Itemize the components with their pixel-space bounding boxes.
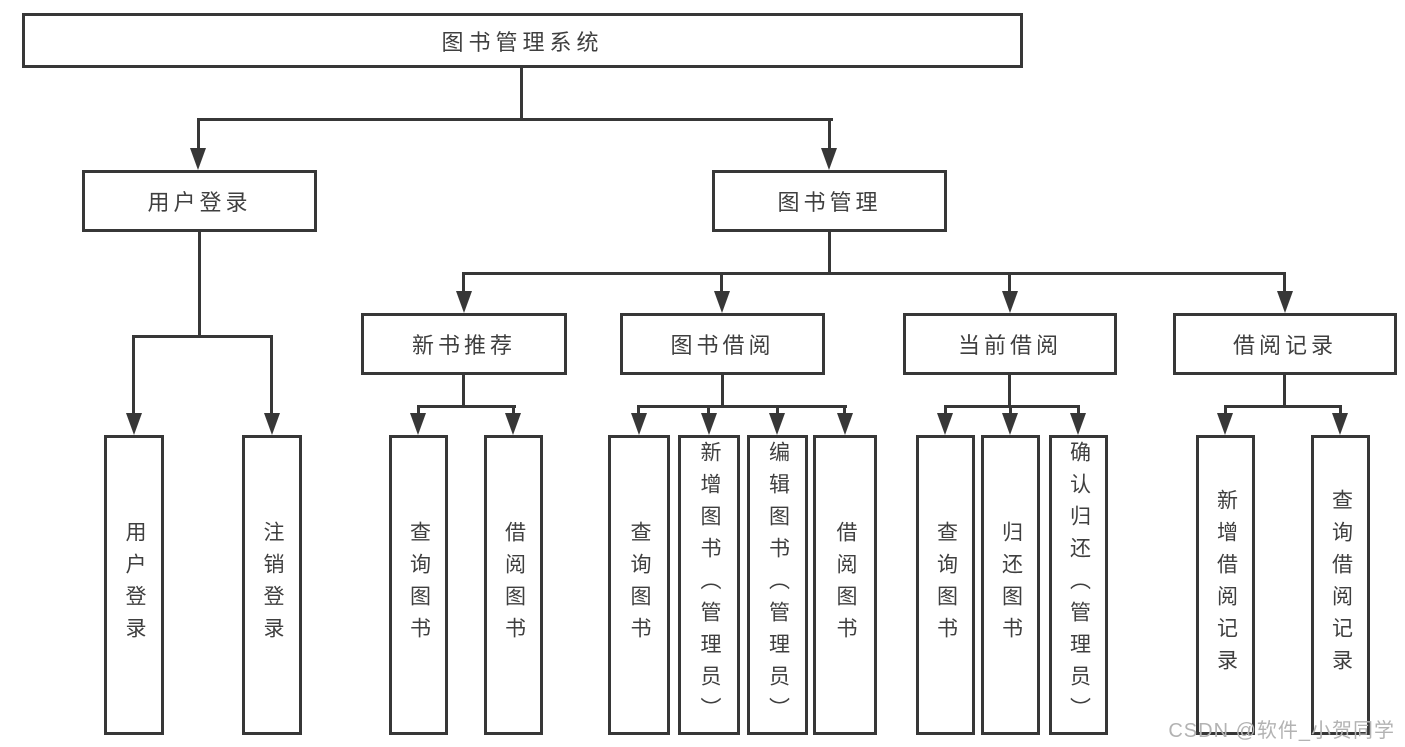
- node-label: 图书管理系统: [441, 29, 604, 55]
- connector-line: [270, 335, 273, 415]
- leaf-label: 用户登录: [123, 521, 146, 649]
- leaf-label: 查询图书: [934, 521, 958, 649]
- leaf-query-books-current: 查询图书: [916, 435, 975, 735]
- arrow-down-icon: [937, 413, 953, 435]
- connector-line: [721, 373, 724, 407]
- arrow-down-icon: [1070, 413, 1086, 435]
- node-label: 借阅记录: [1232, 333, 1337, 358]
- connector-line: [1077, 405, 1080, 415]
- connector-line: [828, 230, 831, 274]
- watermark: CSDN @软件_小贺同学: [1168, 720, 1395, 742]
- node-library-management-system: 图书管理系统: [22, 13, 1023, 68]
- connector-line: [637, 405, 847, 408]
- arrow-down-icon: [631, 413, 647, 435]
- connector-line: [707, 405, 710, 415]
- node-borrowing-records: 借阅记录: [1173, 313, 1397, 375]
- node-new-book-recommendation: 新书推荐: [361, 313, 567, 375]
- arrow-down-icon: [1002, 413, 1018, 435]
- arrow-down-icon: [1217, 413, 1233, 435]
- leaf-label: 新增图书（管理员）: [698, 441, 721, 729]
- connector-line: [197, 118, 833, 121]
- leaf-logout: 注销登录: [242, 435, 302, 735]
- arrow-down-icon: [264, 413, 280, 435]
- arrow-down-icon: [821, 148, 837, 170]
- arrow-down-icon: [701, 413, 717, 435]
- arrow-down-icon: [126, 413, 142, 435]
- leaf-add-borrow-record: 新增借阅记录: [1196, 435, 1255, 735]
- leaf-label: 查询图书: [407, 521, 431, 649]
- connector-line: [520, 66, 523, 120]
- node-label: 图书管理: [777, 190, 882, 215]
- node-user-login: 用户登录: [82, 170, 317, 232]
- leaf-label: 确认归还（管理员）: [1067, 441, 1091, 729]
- arrow-down-icon: [1332, 413, 1348, 435]
- connector-line: [512, 405, 515, 415]
- leaf-query-borrow-record: 查询借阅记录: [1311, 435, 1370, 735]
- arrow-down-icon: [1277, 291, 1293, 313]
- node-label: 新书推荐: [411, 333, 516, 358]
- leaf-edit-books-admin: 编辑图书（管理员）: [747, 435, 808, 735]
- leaf-query-books-recommend: 查询图书: [389, 435, 448, 735]
- leaf-label: 借阅图书: [502, 521, 526, 649]
- connector-line: [197, 118, 200, 150]
- connector-line: [1339, 405, 1342, 415]
- node-label: 图书借阅: [670, 333, 775, 358]
- node-label: 当前借阅: [957, 333, 1062, 358]
- connector-line: [1008, 272, 1011, 293]
- leaf-user-login: 用户登录: [104, 435, 164, 735]
- connector-line: [132, 335, 273, 338]
- leaf-label: 查询借阅记录: [1329, 489, 1353, 681]
- connector-line: [944, 405, 947, 415]
- connector-line: [1008, 373, 1011, 407]
- arrow-down-icon: [456, 291, 472, 313]
- leaf-borrow-books-recommend: 借阅图书: [484, 435, 543, 735]
- connector-line: [1224, 405, 1342, 408]
- connector-line: [1283, 373, 1286, 407]
- arrow-down-icon: [837, 413, 853, 435]
- connector-line: [417, 405, 516, 408]
- arrow-down-icon: [505, 413, 521, 435]
- arrow-down-icon: [769, 413, 785, 435]
- leaf-label: 借阅图书: [834, 521, 857, 649]
- leaf-label: 编辑图书（管理员）: [766, 441, 790, 729]
- arrow-down-icon: [714, 291, 730, 313]
- arrow-down-icon: [1002, 291, 1018, 313]
- connector-line: [944, 405, 1080, 408]
- leaf-add-books-admin: 新增图书（管理员）: [678, 435, 740, 735]
- connector-line: [1009, 405, 1012, 415]
- connector-line: [198, 230, 201, 337]
- leaf-return-books: 归还图书: [981, 435, 1040, 735]
- arrow-down-icon: [410, 413, 426, 435]
- node-book-management: 图书管理: [712, 170, 947, 232]
- connector-line: [462, 373, 465, 407]
- leaf-label: 注销登录: [261, 521, 284, 649]
- arrow-down-icon: [190, 148, 206, 170]
- connector-line: [720, 272, 723, 293]
- connector-line: [637, 405, 640, 415]
- connector-line: [776, 405, 779, 415]
- leaf-query-books-borrowing: 查询图书: [608, 435, 670, 735]
- connector-line: [132, 335, 135, 415]
- connector-line: [843, 405, 846, 415]
- leaf-label: 归还图书: [999, 521, 1023, 649]
- leaf-borrow-books-borrowing: 借阅图书: [813, 435, 877, 735]
- node-label: 用户登录: [147, 190, 252, 215]
- connector-line: [828, 118, 831, 150]
- connector-line: [462, 272, 465, 293]
- leaf-label: 查询图书: [628, 521, 651, 649]
- leaf-confirm-return-admin: 确认归还（管理员）: [1049, 435, 1108, 735]
- connector-line: [417, 405, 420, 415]
- node-current-borrowing: 当前借阅: [903, 313, 1117, 375]
- leaf-label: 新增借阅记录: [1214, 489, 1238, 681]
- connector-line: [462, 272, 1286, 275]
- connector-line: [1224, 405, 1227, 415]
- connector-line: [1283, 272, 1286, 293]
- node-book-borrowing: 图书借阅: [620, 313, 825, 375]
